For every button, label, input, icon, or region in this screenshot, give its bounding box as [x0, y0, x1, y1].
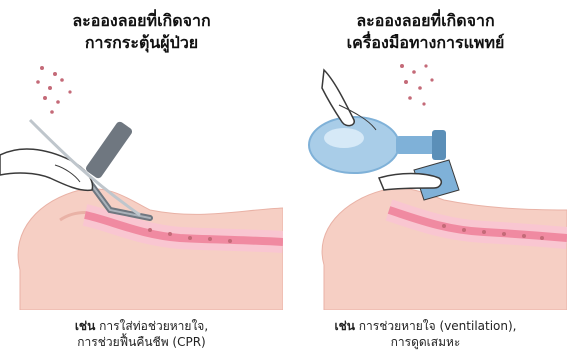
intubation-illustration	[0, 60, 283, 310]
caption-prefix: เช่น	[75, 319, 95, 333]
bag-valve	[309, 117, 446, 173]
aerosol-droplets	[400, 64, 434, 106]
panel-title: ละอองลอยที่เกิดจาก เครื่องมือทางการแพทย์	[284, 10, 567, 54]
panel-caption: เช่น การใส่ท่อช่วยหายใจ, การช่วยฟื้นคืนช…	[0, 318, 283, 350]
title-line-1: ละอองลอยที่เกิดจาก	[0, 10, 283, 32]
caption-line-1: การช่วยหายใจ (ventilation),	[355, 319, 517, 333]
title-line-2: การกระตุ้นผู้ป่วย	[0, 32, 283, 54]
ventilation-illustration	[284, 60, 567, 310]
caption-line-2: การช่วยฟื้นคืนชีพ (CPR)	[0, 334, 283, 350]
panel-patient-stimulation: ละอองลอยที่เกิดจาก การกระตุ้นผู้ป่วย	[0, 0, 283, 360]
panel-medical-equipment: ละอองลอยที่เกิดจาก เครื่องมือทางการแพทย์	[284, 0, 567, 360]
caption-prefix: เช่น	[335, 319, 355, 333]
gloved-hand	[0, 149, 93, 190]
patient-body	[18, 189, 283, 310]
gloved-hand-bottom	[379, 174, 441, 191]
panel-caption: เช่น การช่วยหายใจ (ventilation), การดูดเ…	[284, 318, 567, 350]
title-line-1: ละอองลอยที่เกิดจาก	[284, 10, 567, 32]
title-line-2: เครื่องมือทางการแพทย์	[284, 32, 567, 54]
caption-line-2: การดูดเสมหะ	[284, 334, 567, 350]
patient-body	[322, 188, 567, 310]
panel-title: ละอองลอยที่เกิดจาก การกระตุ้นผู้ป่วย	[0, 10, 283, 54]
aerosol-droplets	[36, 66, 71, 114]
caption-line-1: การใส่ท่อช่วยหายใจ,	[95, 319, 208, 333]
